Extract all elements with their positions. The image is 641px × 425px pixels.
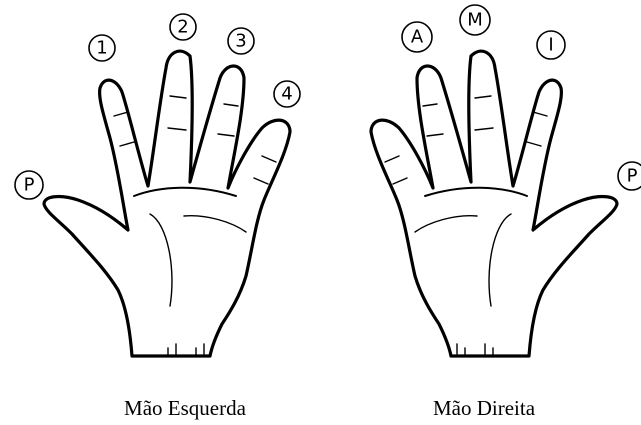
left-middle-marker: 2	[170, 14, 196, 40]
left-hand-outline	[44, 51, 290, 356]
left-middle-label: 2	[177, 17, 188, 38]
left-pinky-label: 4	[281, 84, 292, 105]
right-index-marker: I	[537, 31, 565, 59]
left-index-label: 1	[96, 38, 107, 59]
left-thumb-marker: P	[15, 171, 43, 199]
right-hand	[371, 51, 617, 356]
left-ring-marker: 3	[228, 28, 254, 54]
right-thumb-marker: P	[618, 162, 641, 190]
left-hand-caption: Mão Esquerda	[124, 396, 246, 421]
right-index-label: I	[548, 35, 553, 56]
left-ring-label: 3	[235, 31, 246, 52]
right-hand-outline	[371, 51, 617, 356]
right-hand-caption: Mão Direita	[433, 396, 535, 421]
left-thumb-label: P	[24, 175, 35, 196]
right-ring-label: A	[411, 27, 424, 48]
right-middle-label: M	[467, 10, 483, 31]
left-index-marker: 1	[89, 35, 115, 61]
right-thumb-label: P	[627, 166, 638, 187]
right-middle-marker: M	[460, 5, 490, 35]
left-hand	[44, 51, 290, 356]
right-ring-marker: A	[402, 22, 432, 52]
left-pinky-marker: 4	[274, 81, 300, 107]
